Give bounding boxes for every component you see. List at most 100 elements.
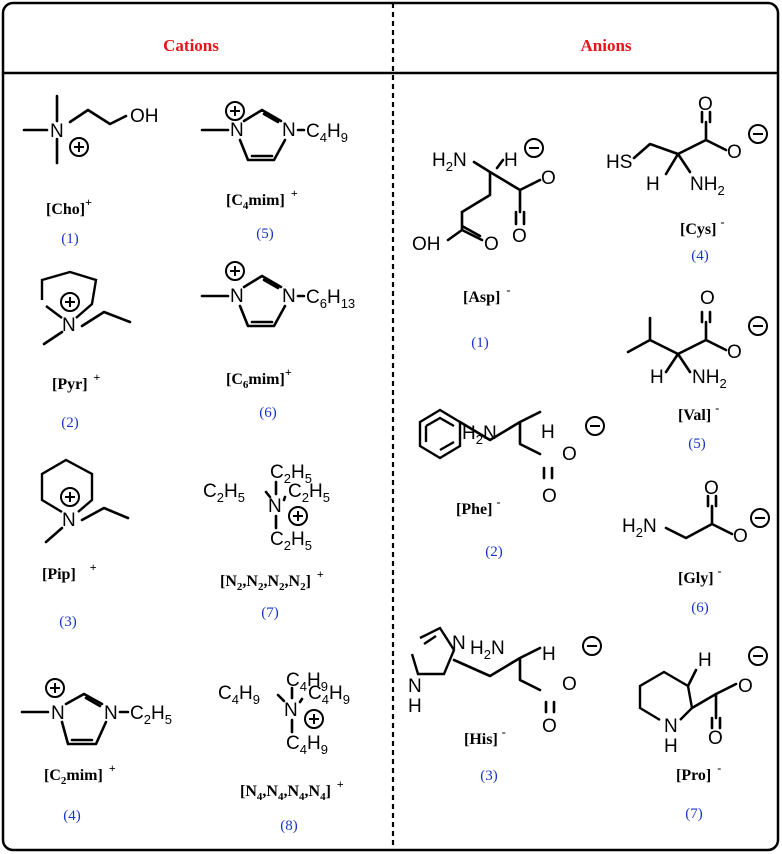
atom-o: O (541, 168, 556, 189)
anion-label-cys: [Cys]- (680, 215, 724, 238)
atom-n: N (284, 700, 298, 721)
atom-oh: OH (412, 234, 441, 255)
atom-n: N (282, 120, 296, 141)
cation-label-c4mim: [C4mim]+ (226, 186, 298, 212)
cation-c2mim-structure: N N C2H5 (20, 678, 172, 746)
anion-number-phe: (2) (485, 544, 503, 560)
atom-o: O (727, 142, 742, 163)
cation-number-cho: (1) (61, 231, 79, 247)
atom-h: H (541, 422, 555, 443)
atom-h2n: H2N (622, 516, 657, 540)
atom-c2h5: C2H5 (288, 481, 330, 505)
anion-cys-structure: HS O O H NH2 (606, 94, 768, 198)
atom-o: O (484, 234, 499, 255)
cation-pip-structure: N (40, 458, 130, 544)
atom-n: N (230, 120, 244, 141)
anion-label-asp: [Asp]- (463, 283, 510, 306)
atom-h2n: H2N (462, 423, 497, 447)
anion-label-gly: [Gly]- (678, 564, 722, 587)
atom-c4h9: C4H9 (286, 733, 328, 757)
anion-gly-structure: H2N O O (622, 478, 770, 547)
atom-o: O (562, 674, 577, 695)
cation-n4444-structure: C4H9 C4H9 C4H9 N C4H9 (218, 670, 350, 757)
atom-nh2: NH2 (690, 174, 725, 198)
atom-h: H (664, 736, 678, 757)
anion-label-phe: [Phe]- (456, 495, 500, 518)
atom-h: H (408, 696, 422, 717)
cation-number-c2mim: (4) (63, 808, 81, 824)
atom-o: O (698, 94, 713, 115)
cation-label-pyr: [Pyr]+ (52, 370, 101, 393)
cation-cho-structure: N OH (22, 94, 159, 165)
atom-h: H (504, 150, 518, 171)
cation-number-n4444: (8) (280, 818, 298, 834)
atom-h: H (646, 174, 660, 195)
atom-c4h9: C4H9 (308, 683, 350, 707)
atom-n: N (50, 121, 64, 142)
atom-hs: HS (606, 152, 632, 173)
cation-number-n2222: (7) (261, 605, 279, 621)
cation-label-c6mim: [C6mim]+ (226, 365, 292, 391)
anion-label-pro: [Pro]- (676, 761, 721, 784)
anion-pro-structure: N H H O O (638, 646, 768, 757)
atom-c2h5: C2H5 (270, 529, 312, 553)
atom-n: N (268, 496, 282, 517)
atom-n: N (230, 286, 244, 307)
atom-n: N (452, 633, 466, 654)
cation-label-cho: [Cho]+ (46, 195, 92, 218)
cations-header: Cations (163, 36, 219, 55)
atom-h2n: H2N (432, 150, 467, 174)
atom-o: O (512, 226, 527, 247)
atom-h: H (698, 650, 712, 671)
cation-label-c2mim: [C2mim]+ (44, 761, 116, 787)
cation-label-n4444: [N4,N4,N4,N4]+ (240, 777, 344, 803)
atom-o: O (738, 676, 753, 697)
atom-c6h13: C6H13 (306, 287, 355, 311)
cation-number-pyr: (2) (61, 415, 79, 431)
atom-h: H (650, 367, 664, 388)
atom-h: H (542, 644, 556, 665)
anion-number-gly: (6) (691, 600, 709, 616)
cation-c6mim-structure: N N C6H13 (200, 261, 355, 328)
atom-o: O (562, 444, 577, 465)
cation-n2222-structure: C2H5 C2H5 C2H5 N C2H5 (203, 462, 330, 553)
cation-number-c4mim: (5) (256, 226, 274, 242)
anion-his-structure: N N H H2N H O O (408, 626, 602, 737)
anion-number-val: (5) (688, 436, 706, 452)
atom-o: O (708, 728, 723, 749)
atom-nh2: NH2 (692, 367, 727, 391)
atom-n: N (282, 286, 296, 307)
anion-number-cys: (4) (691, 248, 709, 264)
atom-c4h9: C4H9 (306, 121, 348, 145)
atom-n: N (51, 703, 65, 724)
atom-o: O (704, 478, 719, 499)
atom-n: N (408, 676, 422, 697)
cation-pyr-structure: N (40, 270, 132, 346)
atom-c2h5: C2H5 (203, 481, 245, 505)
atom-o: O (542, 716, 557, 737)
atom-h2n: H2N (470, 638, 505, 662)
anions-header: Anions (580, 36, 631, 55)
atom-oh: OH (130, 106, 159, 127)
anion-asp-structure: H2N H O O OH O (412, 138, 556, 255)
atom-c4h9: C4H9 (218, 683, 260, 707)
anion-number-asp: (1) (471, 335, 489, 351)
atom-o: O (733, 526, 748, 547)
cation-c4mim-structure: N N C4H9 (200, 101, 348, 162)
cation-label-n2222: [N2,N2,N2,N2]+ (220, 567, 324, 593)
cation-number-c6mim: (6) (259, 405, 277, 421)
atom-n: N (664, 716, 678, 737)
anion-phe-structure: H2N H O O (418, 408, 605, 507)
atom-n: N (62, 510, 76, 531)
anion-val-structure: O O H NH2 (626, 288, 768, 391)
anion-number-pro: (7) (685, 806, 703, 822)
atom-o: O (542, 486, 557, 507)
atom-c4h9: C4H9 (286, 670, 328, 694)
atom-n: N (104, 703, 118, 724)
atom-n: N (62, 315, 76, 336)
atom-o: O (700, 288, 715, 309)
anion-label-val: [Val]- (678, 401, 719, 424)
cation-label-pip: [Pip]+ (42, 560, 97, 583)
